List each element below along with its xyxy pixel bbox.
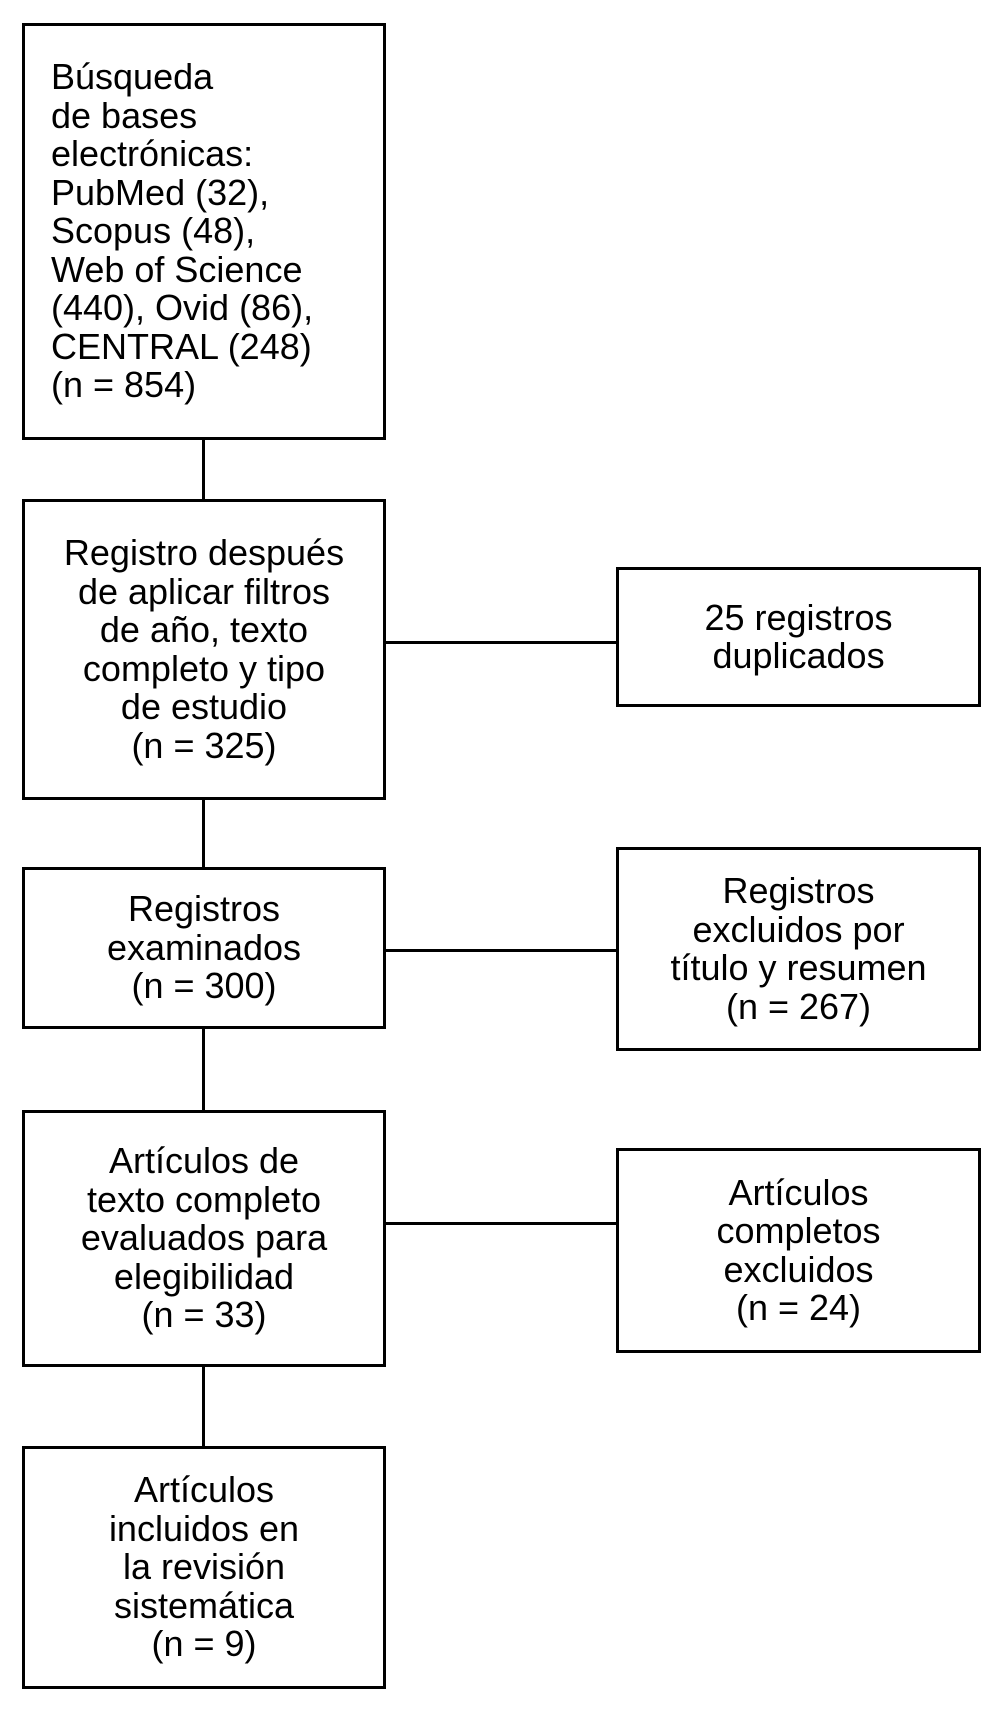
connector-search-to-filtered — [202, 440, 205, 499]
connector-screened-to-excluded — [386, 949, 616, 952]
flow-box-after-filters: Registro después de aplicar filtros de a… — [22, 499, 386, 800]
flow-box-excluded-fulltext: Artículos completos excluidos (n = 24) — [616, 1148, 981, 1353]
connector-screened-to-fulltext — [202, 1029, 205, 1110]
flow-box-duplicates-removed: 25 registros duplicados — [616, 567, 981, 707]
flow-box-records-screened: Registros examinados (n = 300) — [22, 867, 386, 1029]
connector-fulltext-to-excluded-fulltext — [386, 1222, 616, 1225]
flow-box-included-review: Artículos incluidos en la revisión siste… — [22, 1446, 386, 1689]
flow-box-database-search: Búsqueda de bases electrónicas: PubMed (… — [22, 23, 386, 440]
flow-box-fulltext-assessed: Artículos de texto completo evaluados pa… — [22, 1110, 386, 1367]
connector-filtered-to-duplicates — [386, 641, 616, 644]
flow-box-excluded-title-abstract: Registros excluidos por título y resumen… — [616, 847, 981, 1051]
connector-filtered-to-screened — [202, 800, 205, 867]
connector-fulltext-to-included — [202, 1367, 205, 1446]
